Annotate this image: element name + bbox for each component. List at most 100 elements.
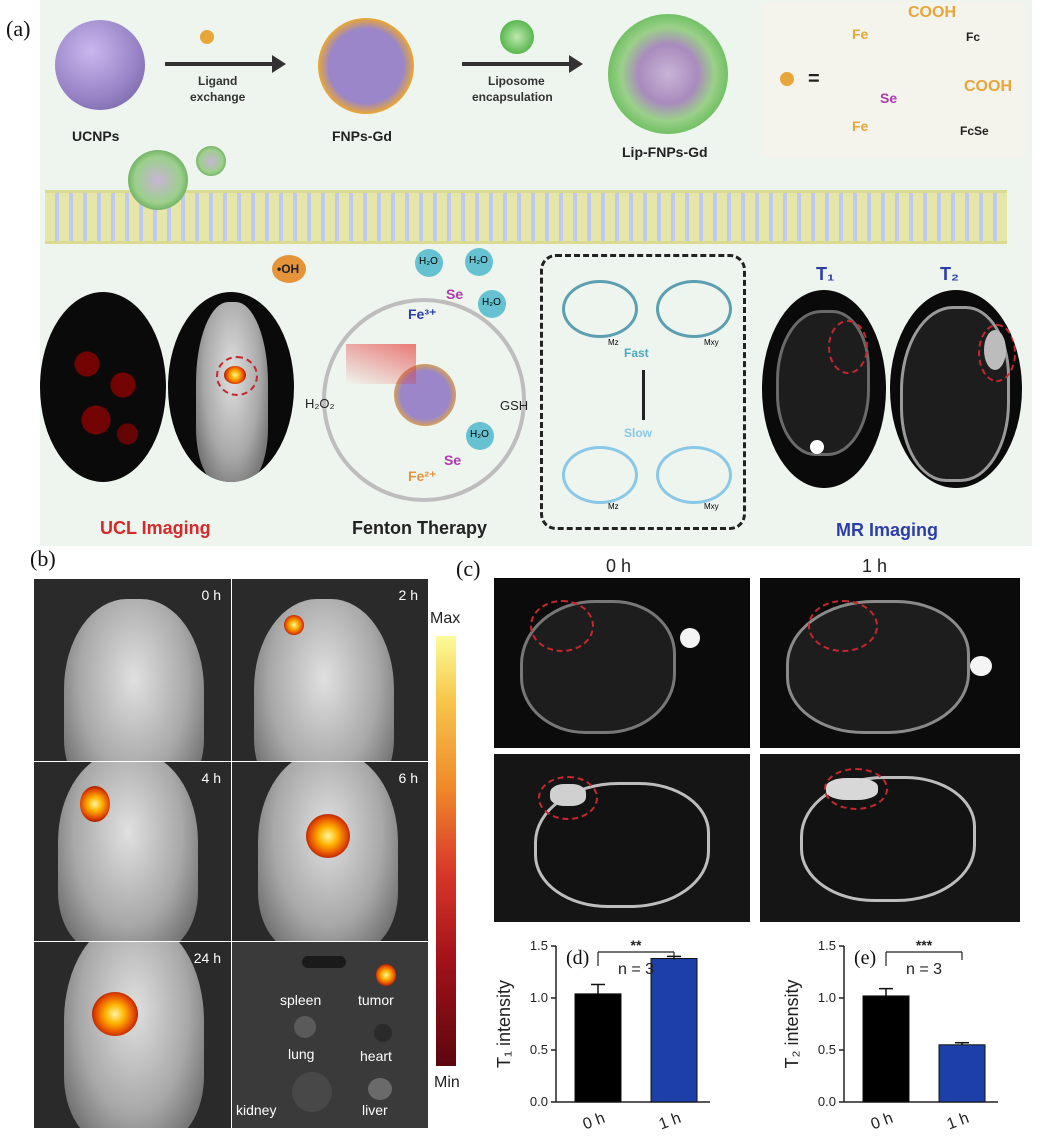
panel-label-b: (b) xyxy=(30,546,56,571)
ucl-mouse-image xyxy=(168,292,294,482)
mri-col-label-0h: 0 h xyxy=(606,556,632,576)
mr-t1-oval xyxy=(762,290,886,488)
label-liposome: Liposome xyxy=(488,74,545,88)
ucl-tile-2h: 2 h xyxy=(231,578,429,762)
liposome-entering-small xyxy=(196,146,226,176)
colorbar-max-label: Max xyxy=(430,610,461,627)
ucl-tile-24h: 24 h xyxy=(33,941,232,1129)
organ-tumor-signal xyxy=(376,964,396,986)
se-label: Se xyxy=(880,90,898,106)
arrow-head-2 xyxy=(569,55,583,73)
bar-1h xyxy=(650,957,698,1103)
h2o-label-b: H₂O xyxy=(469,255,488,266)
y-tick-label: 1.0 xyxy=(530,990,548,1005)
cell-membrane xyxy=(45,190,1007,244)
colorbar xyxy=(436,636,456,1066)
label-fnps-gd: FNPs-Gd xyxy=(332,128,392,144)
fe3-label: Fe³⁺ xyxy=(408,306,437,322)
time-label-24h: 24 h xyxy=(193,950,221,966)
y-tick-label: 1.0 xyxy=(818,990,836,1005)
fc-label: Fc xyxy=(966,30,981,44)
label-exchange: exchange xyxy=(190,90,246,104)
mri-t2-1h xyxy=(760,754,1020,922)
label-ligand: Ligand xyxy=(198,74,238,88)
mr-t2-oval xyxy=(890,290,1022,488)
organ-label-heart: heart xyxy=(360,1048,392,1064)
organ-lung xyxy=(294,1016,316,1038)
mz-label-slow: Mz xyxy=(608,502,619,511)
mri-t1-1h xyxy=(760,578,1020,748)
mxy-ellipse-fast xyxy=(656,280,732,338)
n-label: n = 3 xyxy=(618,961,654,978)
n-label: n = 3 xyxy=(906,961,942,978)
ucl-tile-6h: 6 h xyxy=(231,761,429,942)
bar-1h xyxy=(938,1044,986,1103)
h2o-bubble-b xyxy=(465,248,493,276)
mz-label-fast: Mz xyxy=(608,338,619,347)
ucl-cell-image xyxy=(40,292,166,482)
slow-to-fast-arrow xyxy=(642,370,645,420)
mri-t2-0h xyxy=(494,754,750,922)
uptake-signal-6h xyxy=(306,814,350,858)
ucnp-sphere xyxy=(55,20,145,110)
arrow-ligand-exchange xyxy=(165,62,275,66)
x-tick-label: 0 h xyxy=(581,1110,608,1134)
organ-kidney xyxy=(292,1072,332,1112)
y-tick-label: 1.5 xyxy=(818,938,836,953)
fe2-label: Fe²⁺ xyxy=(408,468,437,484)
h2o-bubble-d xyxy=(466,422,494,450)
panel-label-e: (e) xyxy=(854,947,876,969)
time-label-4h: 4 h xyxy=(201,770,221,786)
significance-stars: *** xyxy=(916,937,933,953)
y-axis-label: T₁ intensity xyxy=(494,980,514,1068)
y-tick-label: 1.5 xyxy=(530,938,548,953)
liposome-entering-large xyxy=(128,150,188,210)
se-bottom-label: Se xyxy=(444,452,462,468)
cooh-label-2: COOH xyxy=(964,78,1012,95)
y-tick-label: 0.5 xyxy=(530,1042,548,1057)
significance-stars: ** xyxy=(631,937,642,953)
h2o2-label: H₂O₂ xyxy=(305,396,335,411)
panel-label-a: (a) xyxy=(6,16,31,41)
ucl-tile-4h: 4 h xyxy=(33,761,232,942)
ucl-imaging-label: UCL Imaging xyxy=(100,518,211,538)
fe-label-2: Fe xyxy=(852,118,869,134)
structure-legend-box xyxy=(762,2,1026,158)
lip-fnps-gd-sphere xyxy=(608,14,728,134)
y-axis-label: T₂ intensity xyxy=(782,979,802,1068)
uptake-signal-2h xyxy=(284,615,304,635)
panel-label-c: (c) xyxy=(456,556,481,581)
uptake-signal-24h xyxy=(92,992,138,1036)
oh-radical-label: •OH xyxy=(277,262,300,276)
bar-0h xyxy=(862,995,910,1103)
time-label-2h: 2 h xyxy=(398,587,418,603)
time-label-6h: 6 h xyxy=(398,770,418,786)
relaxation-box xyxy=(540,254,746,530)
y-tick-label: 0.0 xyxy=(818,1094,836,1109)
liposome-icon xyxy=(500,20,534,54)
organ-label-tumor: tumor xyxy=(358,992,394,1008)
organ-label-lung: lung xyxy=(288,1046,315,1062)
h2o-label-a: H₂O xyxy=(419,256,438,267)
uptake-signal-4h xyxy=(80,786,110,822)
x-tick-label: 0 h xyxy=(869,1110,896,1134)
fast-label: Fast xyxy=(624,346,649,360)
gsh-label: GSH xyxy=(500,398,529,413)
ex-vivo-organ-tile: spleen tumor lung heart kidney liver xyxy=(231,941,429,1129)
h2o-label-d: H₂O xyxy=(470,429,489,440)
t2-label: T₂ xyxy=(940,264,959,284)
oh-radical-icon xyxy=(272,255,306,283)
organ-label-liver: liver xyxy=(362,1102,388,1118)
y-tick-label: 0.0 xyxy=(530,1094,548,1109)
mxy-ellipse-slow xyxy=(656,446,732,504)
organ-heart xyxy=(374,1024,392,1042)
mr-imaging-label: MR Imaging xyxy=(836,520,938,540)
label-ucnps: UCNPs xyxy=(72,128,120,144)
ligand-icon xyxy=(200,30,214,44)
t1-label: T₁ xyxy=(816,264,835,284)
mri-t1-0h xyxy=(494,578,750,748)
cooh-label-1: COOH xyxy=(908,4,956,21)
organ-label-kidney: kidney xyxy=(236,1102,277,1118)
